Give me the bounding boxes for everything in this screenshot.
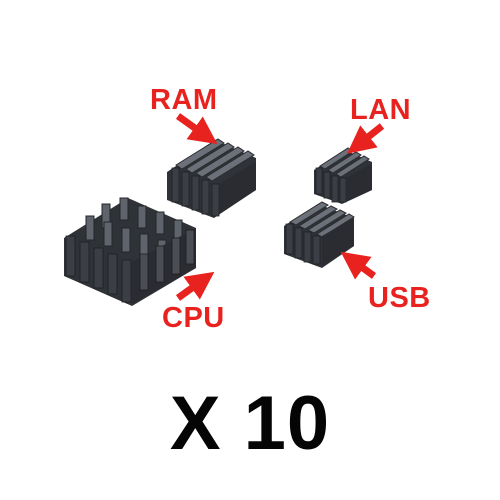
usb-label: USB — [368, 282, 431, 314]
ram-heatsink — [167, 138, 256, 218]
heatsink-illustration — [64, 113, 385, 306]
quantity-label: X 10 — [169, 381, 331, 466]
lan-arrow — [347, 123, 385, 154]
usb-arrow — [340, 251, 377, 280]
lan-heatsink — [314, 147, 372, 204]
usb-heatsink — [284, 201, 355, 268]
ram-label: RAM — [150, 84, 218, 116]
cpu-arrow — [175, 271, 215, 301]
ram-arrow — [175, 113, 218, 145]
lan-label: LAN — [350, 94, 412, 126]
cpu-heatsink — [64, 197, 196, 306]
cpu-label: CPU — [162, 302, 225, 334]
